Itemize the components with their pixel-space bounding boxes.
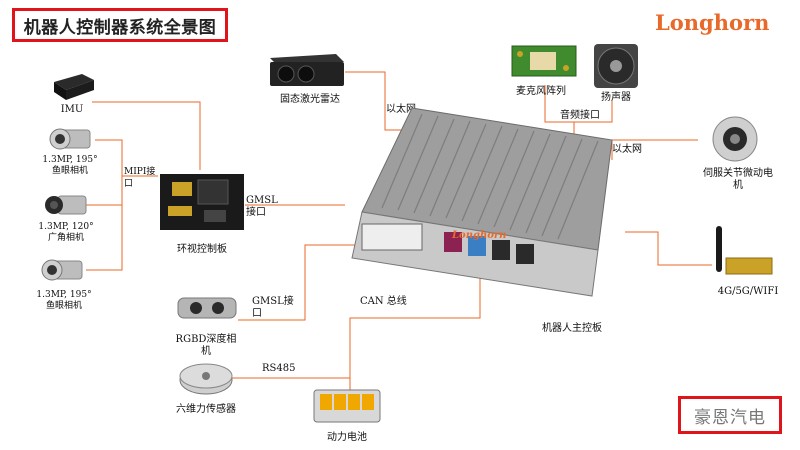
camera-1-icon — [49, 128, 91, 150]
camera-3-icon — [41, 259, 83, 281]
ethernet-link-2-label: 以太网 — [612, 144, 642, 155]
battery-icon — [313, 389, 381, 423]
line-cam1 — [95, 139, 158, 177]
can-link-label: CAN 总线 — [360, 296, 407, 307]
force-sensor-icon — [179, 363, 233, 395]
mipi-link-label: MIPI接口 — [124, 167, 156, 189]
surround-board-label: 环视控制板 — [177, 244, 227, 255]
servo-motor-icon — [712, 116, 758, 162]
ethernet-link-1-label: 以太网 — [386, 104, 416, 115]
rs485-link-label: RS485 — [262, 363, 296, 374]
force-sensor-label: 六维力传感器 — [176, 404, 236, 415]
line-wifi — [625, 231, 712, 266]
page-title: 机器人控制器系统全景图 — [23, 17, 217, 38]
servo-motor-label: 伺服关节微动电机 — [703, 168, 773, 191]
rgbd-camera-icon — [177, 297, 237, 319]
main-board-logo: Longhorn — [452, 230, 507, 241]
lidar-label: 固态激光雷达 — [280, 94, 340, 105]
gmsl-link-1-label: GMSL接口 — [246, 195, 278, 218]
line-imu — [92, 101, 201, 170]
surround-board-icon — [160, 174, 244, 230]
line-can — [349, 265, 481, 395]
main-board-label: 机器人主控板 — [542, 323, 602, 334]
imu-label: IMU — [60, 104, 84, 115]
mic-array-icon — [511, 45, 577, 77]
camera-1-label: 1.3MP, 195°鱼眼相机 — [42, 155, 98, 176]
gmsl-link-2-label: GMSL接口 — [252, 296, 294, 319]
watermark-text: 豪恩汽电 — [694, 407, 766, 428]
imu-icon — [54, 74, 94, 100]
camera-2-icon — [45, 195, 87, 215]
wifi-module-label: 4G/5G/WIFI — [717, 286, 779, 297]
mic-array-label: 麦克风阵列 — [516, 86, 566, 97]
speaker-label: 扬声器 — [601, 92, 631, 103]
speaker-icon — [594, 44, 638, 88]
main-board-icon — [351, 107, 613, 297]
brand-logo: Longhorn — [655, 10, 770, 35]
camera-3-label: 1.3MP, 195°鱼眼相机 — [36, 290, 92, 311]
wifi-module-icon — [716, 226, 773, 275]
battery-label: 动力电池 — [327, 432, 367, 443]
title-box: 机器人控制器系统全景图 — [12, 8, 228, 42]
watermark-box: 豪恩汽电 — [678, 396, 782, 434]
camera-2-label: 1.3MP, 120°广角相机 — [38, 222, 94, 243]
lidar-icon — [270, 54, 344, 86]
line-speaker — [574, 100, 613, 123]
line-cam3 — [86, 205, 123, 271]
audio-link-label: 音频接口 — [560, 110, 600, 121]
rgbd-camera-label: RGBD深度相机 — [175, 334, 237, 357]
